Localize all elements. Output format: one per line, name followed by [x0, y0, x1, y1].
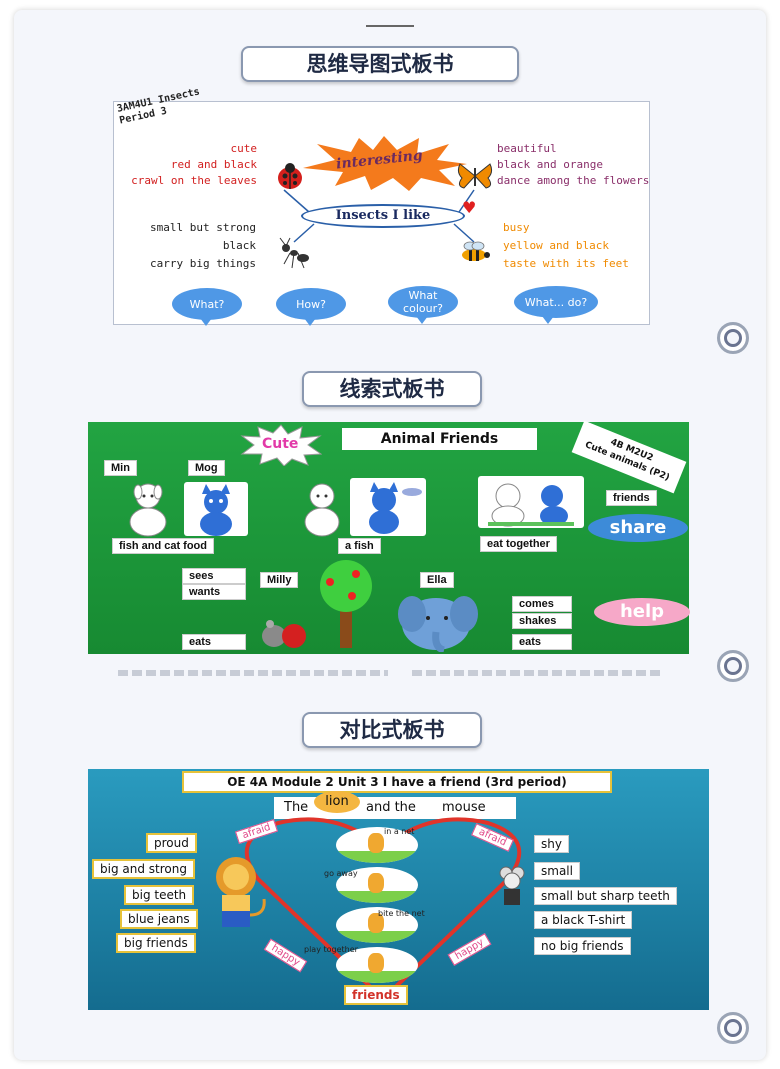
left-bottom-item-1: small but strong	[150, 221, 256, 234]
bubble-what: What?	[172, 288, 242, 326]
lion-trait-4: blue jeans	[120, 909, 198, 929]
clue-board: Cute Animal Friends 4B M2U2 Cute animals…	[88, 420, 690, 654]
left-top-item-2: red and black	[170, 158, 257, 171]
starburst-shape	[303, 136, 467, 191]
subtitle-and-the: and the	[366, 800, 416, 815]
scene-oval-1	[336, 827, 418, 863]
lion-trait-2: big and strong	[92, 859, 195, 879]
right-bottom-item-1: busy	[503, 221, 530, 234]
left-bottom-item-3: carry big things	[150, 257, 256, 270]
heading-mind-map: 思维导图式板书	[241, 46, 519, 82]
mog-card	[184, 482, 248, 536]
mouse-icon	[499, 866, 525, 905]
subtitle-the: The	[284, 800, 309, 815]
eat-together-card	[478, 476, 584, 528]
binder-hole-1	[717, 322, 749, 354]
mind-map-connectors	[283, 189, 475, 243]
dog-icon	[304, 483, 340, 537]
label-wants: wants	[182, 584, 246, 600]
name-milly: Milly	[260, 572, 299, 588]
scene-caption-3: bite the net	[378, 909, 425, 918]
right-top-item-1: beautiful	[497, 142, 557, 155]
share-badge: share	[588, 514, 688, 542]
right-top-item-2: black and orange	[497, 158, 603, 171]
bubble-what-colour: What colour?	[388, 286, 458, 324]
scene-oval-4	[336, 947, 418, 983]
help-badge: help	[594, 598, 690, 626]
contrast-board: OE 4A Module 2 Unit 3 I have a friend (3…	[88, 769, 709, 1010]
name-min: Min	[104, 460, 137, 476]
right-top-item-3: dance among the flowers	[497, 174, 650, 187]
elephant-icon	[398, 596, 478, 652]
binder-hole-2	[717, 650, 749, 682]
cat-with-fish-icon	[369, 482, 422, 534]
lion-icon	[216, 857, 266, 927]
lion-trait-5: big friends	[116, 933, 196, 953]
board-title: OE 4A Module 2 Unit 3 I have a friend (3…	[182, 771, 612, 793]
label-sees: sees	[182, 568, 246, 584]
subtitle-lion: lion	[314, 791, 360, 813]
lion-trait-3: big teeth	[124, 885, 195, 905]
right-bottom-item-3: taste with its feet	[503, 257, 629, 270]
scene-oval-3	[336, 907, 418, 943]
label-eat-together: eat together	[480, 536, 557, 552]
mouse-trait-3: small but sharp teeth	[534, 887, 677, 905]
friends-label: friends	[344, 985, 408, 1005]
cat-fish-card	[350, 478, 426, 536]
caption-blur-left	[118, 670, 388, 676]
subtitle-strip: The lion and the mouse	[274, 791, 516, 819]
label-fish-and-cat-food: fish and cat food	[112, 538, 214, 554]
label-eats-left: eats	[182, 634, 246, 650]
dog-min-icon	[129, 483, 167, 537]
center-topic: Insects I like	[301, 204, 465, 228]
label-eats-right: eats	[512, 634, 572, 650]
scene-caption-2: go away	[324, 869, 358, 878]
mouse-trait-4: a black T-shirt	[534, 911, 633, 929]
cat-mog-icon	[200, 484, 232, 536]
mind-map-board: 3AM4U1 Insects Period 3 cute red and bla…	[113, 86, 650, 326]
scene-oval-2	[336, 867, 418, 903]
mouse-apple-icon	[262, 620, 306, 648]
board-corner-label: 4B M2U2 Cute animals (P2)	[571, 420, 687, 494]
scene-caption-4: play together	[304, 945, 358, 954]
bubble-how: How?	[276, 288, 346, 326]
bubble-what-do: What... do?	[514, 286, 598, 324]
scene-caption-1: in a net	[384, 827, 415, 836]
heading-contrast: 对比式板书	[302, 712, 482, 748]
caption-blur-right	[412, 670, 662, 676]
name-ella: Ella	[420, 572, 454, 588]
cute-label: Cute	[262, 436, 299, 452]
butterfly-icon	[457, 163, 493, 189]
left-top-item-1: cute	[230, 142, 258, 155]
lion-trait-1: proud	[146, 833, 197, 853]
eat-together-icon	[488, 483, 574, 527]
heading-clue: 线索式板书	[302, 371, 482, 407]
left-top-item-3: crawl on the leaves	[131, 174, 257, 187]
ant-icon	[279, 237, 309, 269]
mouse-trait-5: no big friends	[534, 937, 631, 955]
label-friends: friends	[606, 490, 657, 506]
board-title: Animal Friends	[342, 428, 537, 450]
label-comes: comes	[512, 596, 572, 612]
left-bottom-item-2: black	[222, 239, 256, 252]
apple-tree-icon	[320, 560, 372, 648]
label-shakes: shakes	[512, 613, 572, 629]
right-bottom-item-2: yellow and black	[503, 239, 609, 252]
bee-icon	[462, 241, 490, 261]
binder-hole-3	[717, 1012, 749, 1044]
heart-icon: ♥	[462, 198, 477, 217]
mouse-trait-2: small	[534, 862, 580, 880]
mouse-trait-1: shy	[534, 835, 569, 853]
name-mog: Mog	[188, 460, 225, 476]
label-a-fish: a fish	[338, 538, 381, 554]
top-divider	[366, 25, 414, 27]
ladybug-icon	[278, 163, 302, 189]
subtitle-mouse: mouse	[442, 800, 486, 815]
cute-starburst	[240, 424, 322, 466]
